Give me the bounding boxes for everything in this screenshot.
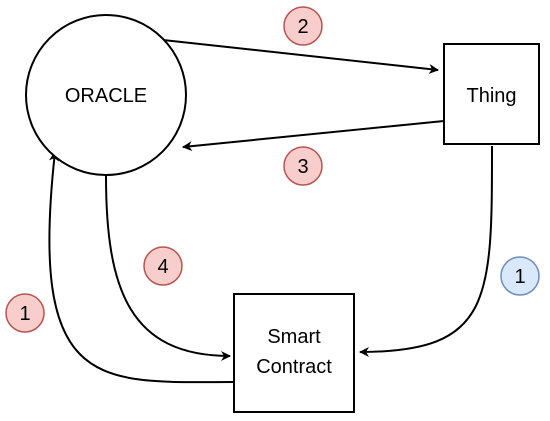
smart-contract-node: Smart Contract <box>233 293 355 413</box>
step-badge-4: 4 <box>143 246 183 286</box>
step-badge-1-red: 1 <box>5 293 45 333</box>
step-badge-1-blue: 1 <box>500 256 540 296</box>
step-badge-1-red-label: 1 <box>19 303 30 325</box>
smart-contract-label-line1: Smart <box>267 326 321 348</box>
edge-thing-to-smart-contract <box>359 145 493 357</box>
step-badge-4-circle <box>143 246 183 286</box>
thing-node: Thing <box>443 43 540 145</box>
smart-contract-box <box>233 293 355 413</box>
smart-contract-label-line2: Contract <box>256 356 332 378</box>
thing-box <box>443 43 540 145</box>
thing-label: Thing <box>466 85 516 107</box>
step-badge-4-label: 4 <box>157 256 168 278</box>
step-badge-3-label: 3 <box>297 156 308 178</box>
oracle-label: ORACLE <box>65 85 147 107</box>
edge-oracle-to-smart-contract <box>105 175 231 361</box>
step-badge-1-blue-label: 1 <box>514 266 525 288</box>
step-badge-1-red-circle <box>5 293 45 333</box>
step-badge-2-circle <box>283 6 323 46</box>
step-badge-1-blue-circle <box>500 256 540 296</box>
oracle-circle <box>25 14 187 176</box>
edge-smart-contract-to-oracle <box>48 151 235 384</box>
step-badge-3: 3 <box>283 146 323 186</box>
edge-oracle-to-thing <box>162 39 439 74</box>
oracle-node: ORACLE <box>25 14 187 176</box>
step-badge-2: 2 <box>283 6 323 46</box>
step-badge-3-circle <box>283 146 323 186</box>
step-badge-2-label: 2 <box>297 16 308 38</box>
edge-thing-to-oracle <box>182 120 445 152</box>
